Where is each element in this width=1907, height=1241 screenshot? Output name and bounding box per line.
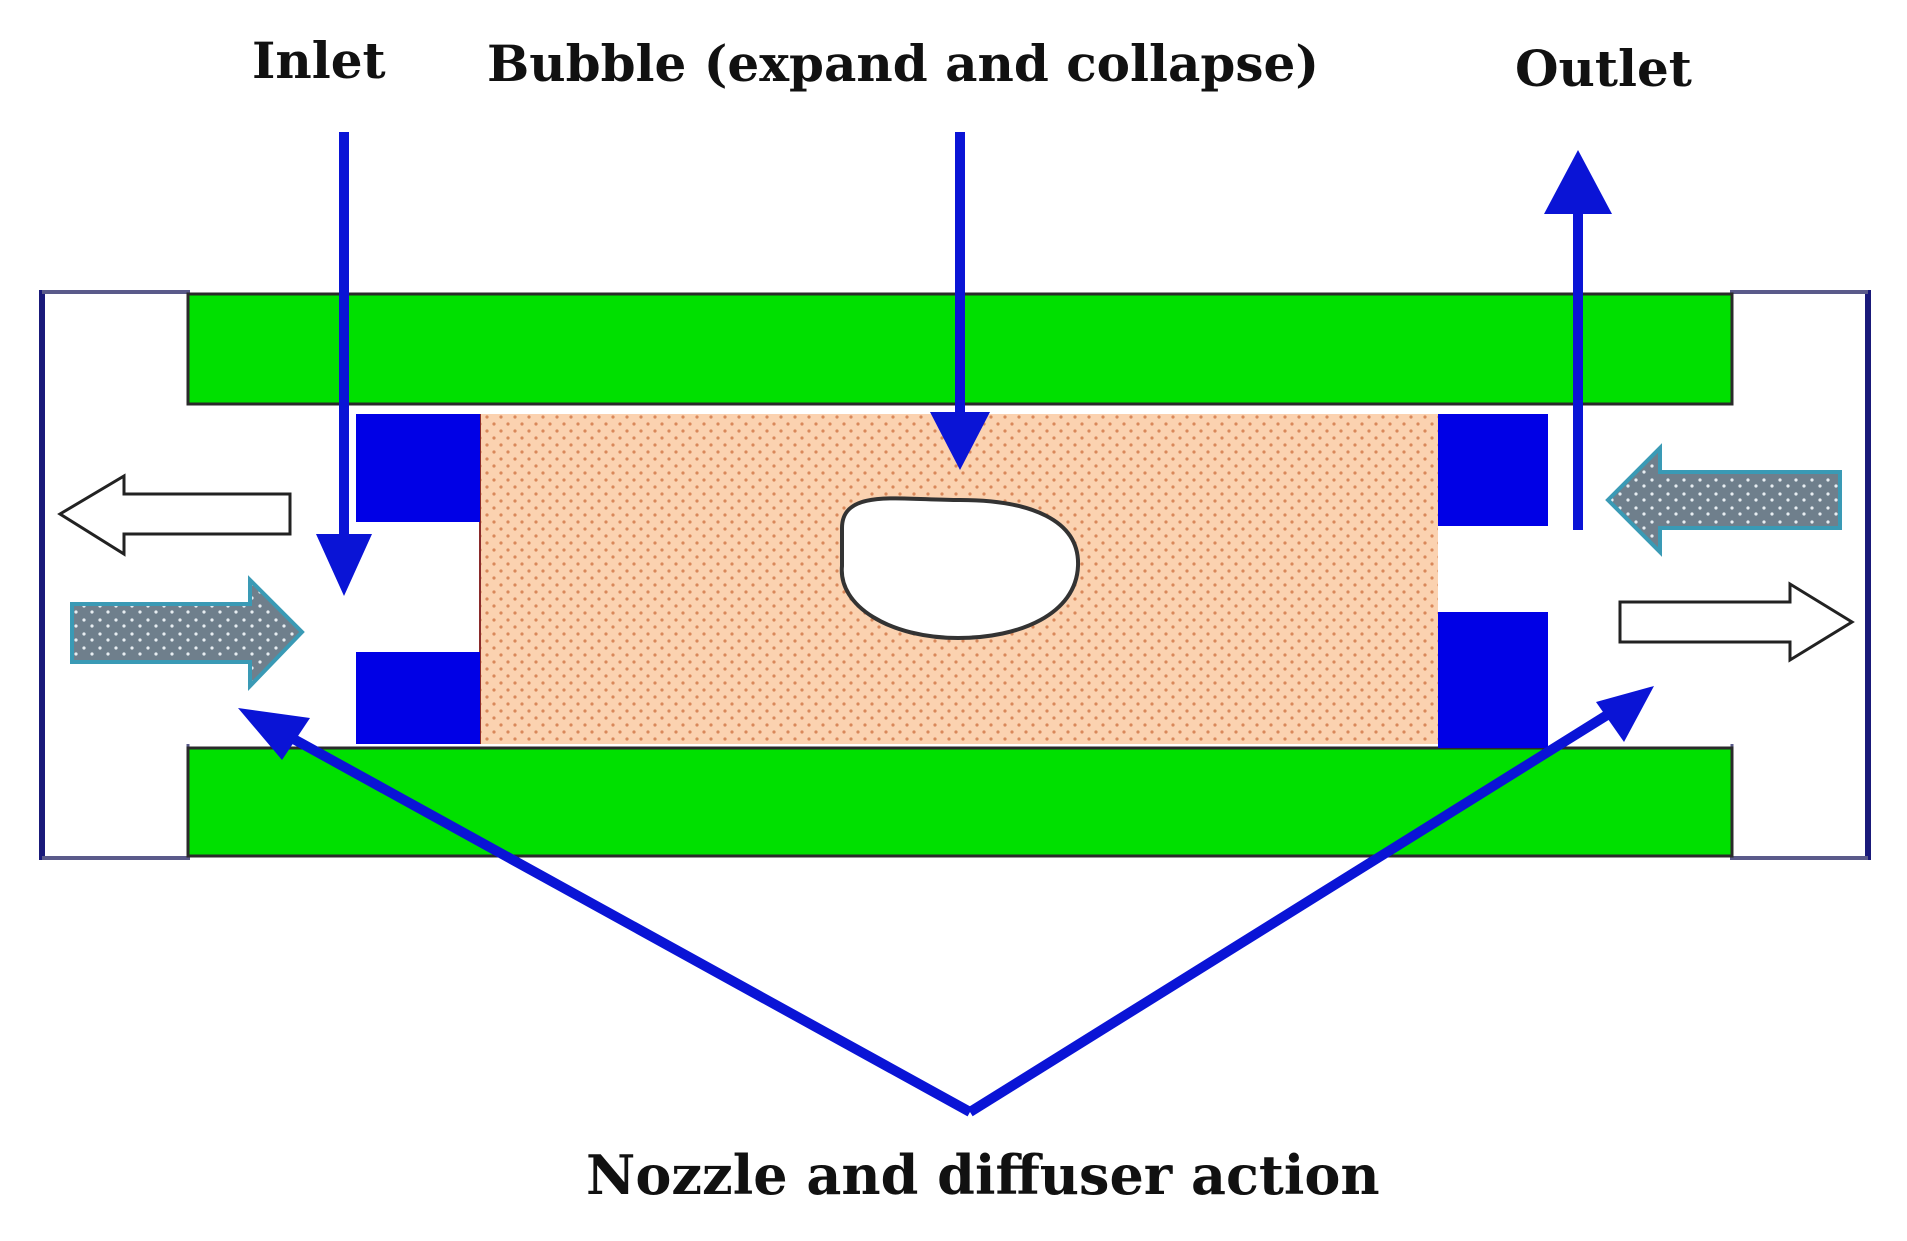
left-lower-valve-block <box>356 652 480 744</box>
right-upper-valve-block <box>1438 414 1548 526</box>
right-hollow-arrow-icon <box>1618 581 1855 663</box>
right-channel <box>1438 526 1548 612</box>
left-dotted-arrow-icon <box>70 575 305 691</box>
left-upper-valve-block <box>356 414 480 522</box>
bubble <box>839 496 1081 641</box>
inlet-pointer-arrow <box>316 132 372 596</box>
right-dotted-arrow-icon <box>1605 443 1842 557</box>
bottom-wall <box>186 746 1734 858</box>
bubble-pointer-arrow <box>930 132 990 470</box>
right-end-cap <box>1730 290 1871 860</box>
nozzle-diffuser-pointer-arrows <box>238 686 1654 1117</box>
bubble-label: Bubble (expand and collapse) <box>487 34 1319 93</box>
left-end-cap <box>39 290 190 860</box>
nozzle-diffuser-label: Nozzle and diffuser action <box>586 1143 1380 1207</box>
outlet-pointer-arrow <box>1544 150 1612 530</box>
left-hollow-arrow-icon <box>57 473 292 557</box>
inlet-label: Inlet <box>252 31 386 90</box>
left-channel <box>356 522 474 652</box>
outlet-label: Outlet <box>1515 39 1692 98</box>
right-lower-valve-block <box>1438 612 1548 748</box>
